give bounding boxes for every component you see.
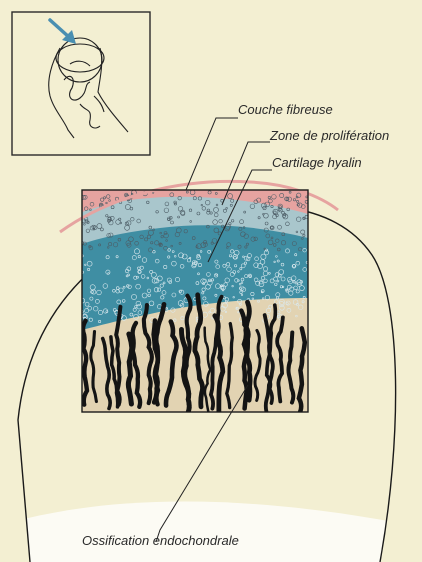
trabecula [128,334,132,404]
bone-epiphysis-inset-icon [49,38,128,138]
pointer-arrow-icon [50,20,76,44]
label-couche-fibreuse: Couche fibreuse [238,102,333,117]
label-zone-proliferation: Zone de prolifération [270,128,389,143]
label-cartilage-hyalin: Cartilage hyalin [272,155,362,170]
histology-box [80,190,308,414]
leader-couche [186,118,238,190]
label-ossification-endochondrale: Ossification endochondrale [82,533,239,548]
inset-box [12,12,150,155]
